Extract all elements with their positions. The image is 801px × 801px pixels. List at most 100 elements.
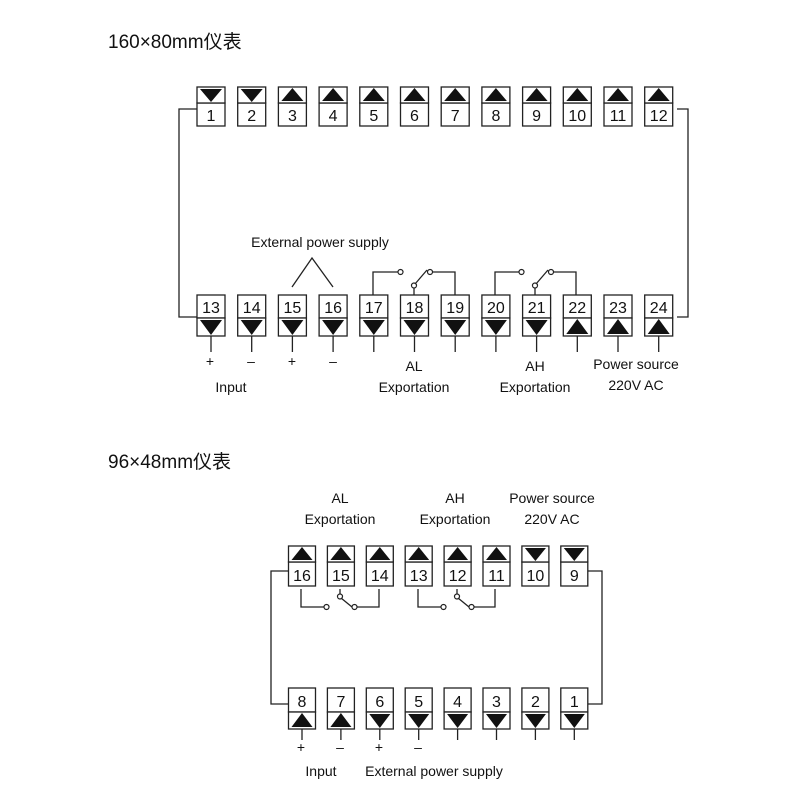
terminal-13: 13 (196, 294, 226, 352)
arrow-down-icon (362, 320, 385, 335)
terminal-number: 6 (410, 108, 419, 125)
arrow-down-icon (281, 320, 304, 335)
terminal-1: 1 (196, 86, 226, 127)
arrow-down-icon (563, 714, 585, 728)
arrow-up-icon (647, 319, 670, 334)
arrow-down-icon (444, 320, 467, 335)
terminal-box (326, 561, 356, 587)
terminal-8: 8 (287, 687, 317, 740)
terminal-number: 2 (247, 108, 256, 125)
terminal-12: 12 (443, 545, 472, 587)
section-title-96x48: 96×48mm仪表 (108, 451, 231, 473)
minus-sign: – (336, 739, 344, 755)
arrow-down-icon (447, 714, 469, 728)
terminal-number: 22 (568, 300, 586, 317)
section-title-160x80: 160×80mm仪表 (108, 31, 242, 53)
terminal-9: 9 (521, 86, 552, 127)
terminal-8: 8 (481, 86, 511, 127)
terminal-14: 14 (365, 545, 394, 587)
terminal-2: 2 (237, 86, 267, 127)
arrow-up-icon (403, 88, 426, 101)
terminal-number: 21 (528, 300, 546, 317)
terminal-4: 4 (443, 687, 472, 740)
terminal-number: 13 (410, 568, 428, 585)
arrow-up-icon (647, 88, 670, 101)
terminal-box (482, 561, 511, 587)
arrow-down-icon (322, 320, 345, 335)
arrow-down-icon (486, 714, 507, 728)
terminal-number: 3 (492, 694, 501, 711)
relay-contact-node (410, 282, 418, 289)
terminal-22: 22 (562, 294, 592, 352)
arrow-down-icon (403, 320, 426, 335)
terminal-number: 7 (336, 694, 345, 711)
terminal-box (443, 687, 472, 713)
arrow-down-icon (200, 89, 222, 102)
terminal-number: 4 (453, 694, 462, 711)
arrow-up-icon (369, 547, 391, 560)
terminal-number: 10 (568, 108, 586, 125)
arrow-up-icon (281, 88, 304, 101)
relay-contact-node (323, 603, 330, 611)
terminal-box (404, 687, 433, 713)
al-relay-contacts-160 (372, 268, 456, 295)
terminal-11: 11 (603, 86, 633, 127)
arrow-up-icon (291, 713, 313, 727)
right-bus-wire-96 (586, 570, 603, 705)
terminal-number: 5 (369, 108, 378, 125)
al-exportation-label-160: Exportation (379, 379, 450, 395)
relay-contact-node (351, 603, 358, 611)
minus-sign: – (414, 739, 422, 755)
al-exportation-label-96: Exportation (305, 511, 376, 527)
ah-relay-contacts-96 (417, 589, 496, 611)
terminal-4: 4 (318, 86, 348, 127)
minus-sign: – (329, 353, 337, 369)
terminal-box (560, 561, 589, 587)
arrow-up-icon (322, 88, 345, 101)
plus-sign: + (288, 353, 296, 369)
terminal-17: 17 (359, 294, 389, 352)
arrow-down-icon (408, 714, 430, 728)
section-96x48: 96×48mm仪表 AL Exportation AH Exportation … (108, 451, 603, 779)
terminal-number: 14 (371, 568, 389, 585)
terminal-10: 10 (562, 86, 592, 127)
terminal-number: 13 (202, 300, 220, 317)
arrow-up-icon (291, 547, 313, 560)
terminal-16: 16 (318, 294, 348, 352)
terminal-number: 19 (446, 300, 464, 317)
input-label-160: Input (215, 379, 246, 395)
relay-contact-node (397, 268, 404, 276)
relay-contact-node (440, 603, 447, 611)
power-voltage-label-96: 220V AC (524, 511, 579, 527)
terminal-number: 23 (609, 300, 627, 317)
terminal-23: 23 (603, 294, 633, 352)
terminal-3: 3 (482, 687, 511, 740)
terminal-number: 8 (491, 108, 500, 125)
terminal-7: 7 (440, 86, 470, 127)
terminal-13: 13 (404, 545, 433, 587)
ah-label-160: AH (525, 358, 544, 374)
arrow-up-icon (607, 88, 629, 101)
terminal-box (482, 687, 511, 713)
terminal-number: 5 (414, 694, 423, 711)
arrow-up-icon (566, 319, 589, 334)
relay-contact-node (547, 268, 555, 276)
terminal-1: 1 (560, 687, 589, 740)
arrow-down-icon (240, 89, 263, 102)
power-source-label-96: Power source (509, 490, 595, 506)
arrow-down-icon (524, 548, 546, 561)
terminal-number: 9 (570, 568, 579, 585)
terminal-24: 24 (644, 294, 674, 352)
terminal-number: 12 (449, 568, 467, 585)
power-source-label-160: Power source (593, 356, 679, 372)
arrow-down-icon (524, 714, 546, 728)
terminal-box (326, 687, 356, 713)
terminal-number: 1 (570, 694, 579, 711)
arrow-down-icon (240, 320, 263, 335)
terminal-16: 16 (287, 545, 317, 587)
relay-contact-node (426, 268, 434, 276)
terminal-number: 8 (298, 694, 307, 711)
arrow-up-icon (525, 88, 548, 101)
